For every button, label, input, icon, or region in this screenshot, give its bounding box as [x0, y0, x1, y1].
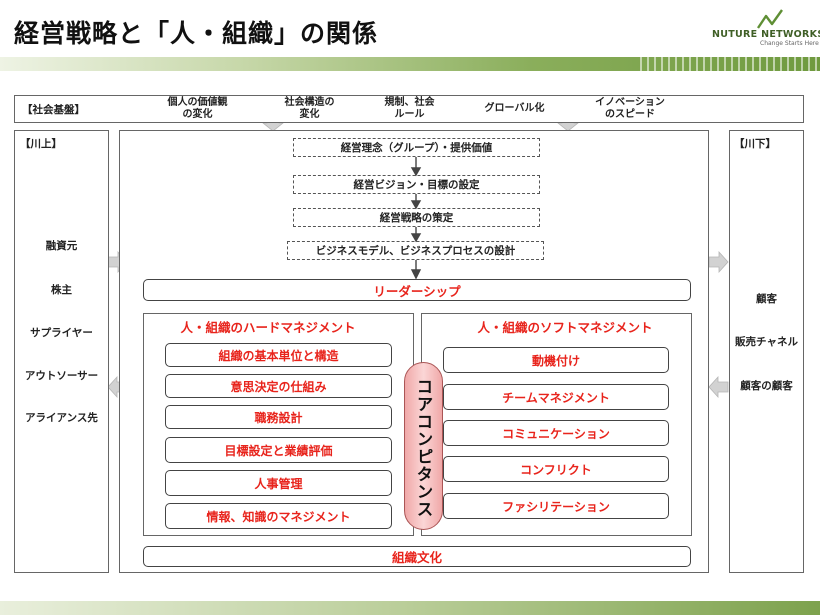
arrow-downstream-in	[708, 375, 729, 399]
flow-step-philosophy: 経営理念（グループ）・提供価値	[293, 138, 540, 157]
hard-item: 情報、知識のマネジメント	[165, 503, 392, 529]
soft-item: コンフリクト	[443, 456, 669, 482]
downstream-item: 顧客の顧客	[740, 380, 793, 392]
hard-management-title: 人・組織のハードマネジメント	[180, 320, 356, 335]
core-competence-pill	[404, 362, 443, 530]
soft-management-title: 人・組織のソフトマネジメント	[477, 320, 653, 335]
logo-name: NUTURE NETWORKS	[712, 29, 820, 40]
soft-item: チームマネジメント	[443, 384, 669, 410]
flow-step-business-model: ビジネスモデル、ビジネスプロセスの設計	[287, 241, 544, 260]
upstream-item: アウトソーサー	[24, 370, 99, 382]
social-item: 個人の価値観 の変化	[167, 97, 228, 120]
soft-item: ファシリテーション	[443, 493, 669, 519]
social-item: 規制、社会 ルール	[384, 97, 435, 120]
social-item: 社会構造の 変化	[284, 97, 335, 120]
downstream-label: 【川下】	[734, 138, 776, 150]
upstream-box	[14, 130, 109, 573]
header-band	[0, 57, 820, 71]
footer-band	[0, 601, 820, 615]
logo-tagline: Change Starts Here	[760, 40, 819, 47]
downstream-item: 販売チャネル	[735, 336, 798, 348]
social-item: グローバル化	[484, 103, 545, 114]
upstream-item: アライアンス先	[25, 412, 98, 424]
soft-item: 動機付け	[443, 347, 669, 373]
header-band-stripes	[640, 57, 820, 71]
social-base-label: 【社会基盤】	[22, 104, 85, 116]
downstream-item: 顧客	[756, 293, 777, 305]
upstream-label: 【川上】	[20, 138, 62, 150]
flow-step-strategy: 経営戦略の策定	[293, 208, 540, 227]
flow-step-vision: 経営ビジョン・目標の設定	[293, 175, 540, 194]
downstream-box	[729, 130, 804, 573]
social-base-box	[14, 95, 804, 123]
page-title: 経営戦略と「人・組織」の関係	[14, 19, 379, 48]
hard-item: 意思決定の仕組み	[165, 374, 392, 398]
core-competence-label: コアコンピタンス	[414, 378, 433, 518]
upstream-item: 株主	[51, 284, 72, 296]
leadership-box: リーダーシップ	[143, 279, 691, 301]
hard-item: 職務設計	[165, 405, 392, 429]
social-item: イノベーション のスピード	[595, 97, 665, 120]
hard-item: 人事管理	[165, 470, 392, 496]
hard-item: 組織の基本単位と構造	[165, 343, 392, 367]
upstream-item: 融資元	[45, 240, 78, 252]
logo-icon	[757, 9, 783, 29]
organizational-culture-box: 組織文化	[143, 546, 691, 567]
arrow-downstream-out	[708, 250, 729, 274]
hard-item: 目標設定と業績評価	[165, 437, 392, 463]
soft-item: コミュニケーション	[443, 420, 669, 446]
upstream-item: サプライヤー	[30, 327, 93, 339]
